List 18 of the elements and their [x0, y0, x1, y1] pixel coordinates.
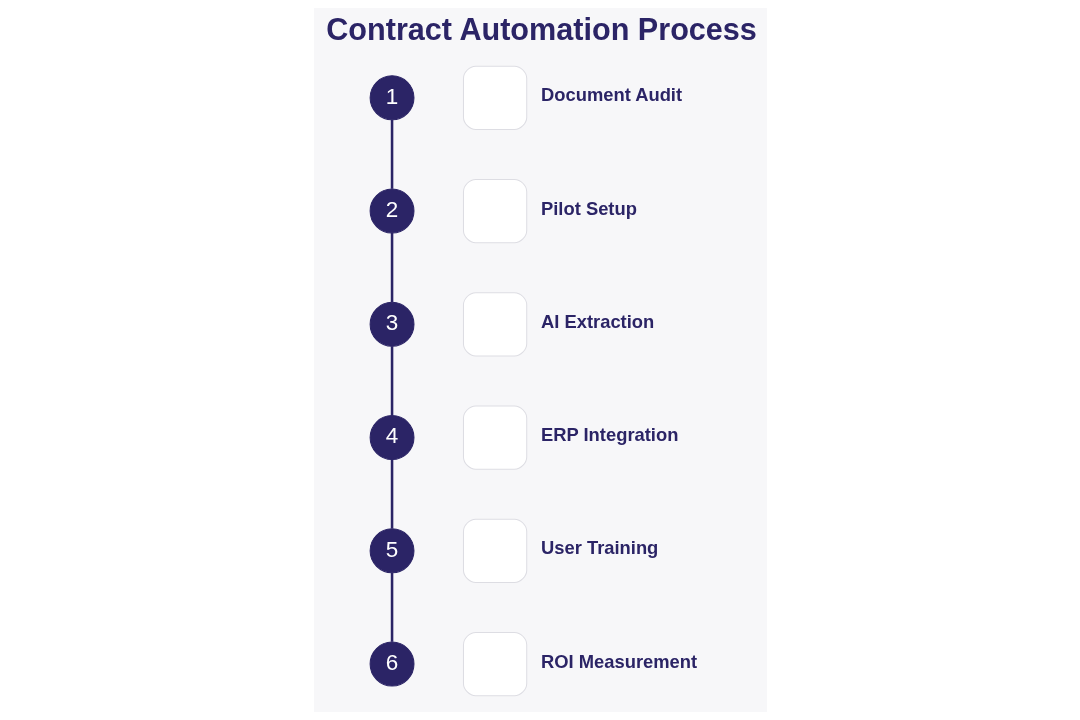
connector: [390, 459, 393, 529]
node-label: ERP Integration: [540, 424, 678, 446]
connector: [390, 572, 393, 642]
node-label: Document Audit: [540, 84, 682, 106]
node-label: User Training: [540, 537, 658, 559]
node-circle: 1: [369, 75, 414, 121]
connector: [390, 346, 393, 416]
diagram-title: Contract Automation Process: [325, 11, 757, 46]
connector: [390, 119, 393, 189]
connector: [390, 233, 393, 303]
node-circle: 6: [369, 641, 414, 687]
node-circle: 5: [369, 528, 414, 574]
node-label: Pilot Setup: [540, 197, 637, 219]
node-label: ROI Measurement: [540, 650, 697, 672]
node-label: AI Extraction: [540, 310, 654, 332]
node-circle: 3: [369, 301, 414, 347]
node-circle: 2: [369, 188, 414, 234]
node-circle: 4: [369, 415, 414, 460]
